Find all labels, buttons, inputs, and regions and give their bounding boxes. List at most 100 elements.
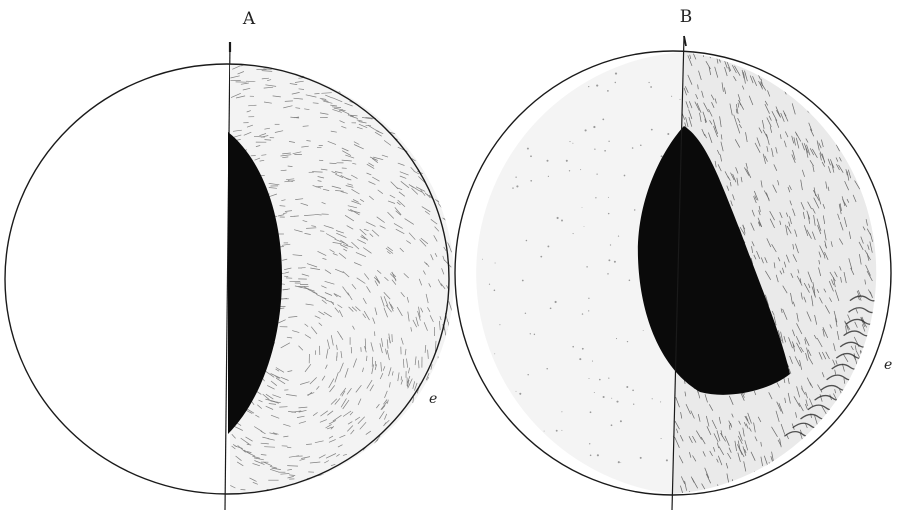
panel-a-hatch-stroke (391, 462, 397, 470)
panel-b-hatch-stroke (877, 284, 880, 290)
panel-a-hatch-stroke (438, 450, 443, 459)
panel-b-speckle (611, 479, 613, 481)
panel-b-hatch-stroke (792, 73, 796, 81)
panel-b-speckle (633, 404, 634, 405)
panel-b-hatch-stroke (771, 468, 774, 476)
panel-b-hatch-stroke (778, 491, 779, 498)
panel-b-hatch-stroke (893, 248, 898, 259)
panel-b-hatch-stroke (800, 60, 802, 65)
panel-b-hatch-stroke (818, 89, 821, 96)
panel-b-speckle (530, 333, 531, 334)
panel-a-hatch-stroke (264, 447, 275, 448)
panel-a-hatch-stroke (354, 483, 360, 485)
panel-b-speckle (489, 284, 490, 285)
panel-b-hatch-stroke (883, 94, 884, 100)
panel-b-hatch-stroke (831, 99, 836, 109)
panel-b-speckle (476, 222, 478, 224)
panel-b-speckle (632, 389, 634, 391)
panel-b-speckle (620, 420, 622, 422)
panel-b-hatch-stroke (874, 426, 879, 435)
panel-a-hatch-stroke (306, 444, 312, 445)
panel-a-hatch-stroke (360, 467, 367, 474)
panel-b-speckle (478, 346, 479, 347)
panel-a-hatch-stroke (448, 382, 452, 390)
panel-a-hatch-stroke (333, 68, 341, 69)
panel-b-hatch-stroke (873, 491, 875, 496)
panel-b-speckle (604, 150, 606, 152)
panel-b-hatch-stroke (874, 419, 877, 426)
panel-b-hatch-stroke (758, 51, 759, 56)
panel-b-hatch-stroke (891, 408, 893, 413)
panel-b-hatch-stroke (880, 226, 882, 233)
panel-b-hatch-stroke (841, 99, 845, 108)
panel-b-hatch-stroke (875, 111, 877, 118)
panel-b-hatch-stroke (704, 493, 706, 498)
panel-a-hatch-stroke (427, 129, 432, 133)
panel-b-hatch-stroke (883, 230, 885, 240)
panel-a-hatch-stroke (375, 65, 383, 66)
panel-a-hatch-stroke (374, 95, 384, 99)
panel-b-hatch-stroke (795, 66, 798, 72)
panel-a-hatch-stroke (372, 102, 377, 104)
panel-b-speckle (503, 110, 505, 112)
panel-a-hatch-stroke (443, 130, 447, 133)
panel-a-hatch-stroke (365, 107, 371, 108)
panel-b-hatch-stroke (815, 452, 817, 456)
panel-a-hatch-stroke (424, 76, 431, 78)
panel-b-hatch-stroke (837, 457, 839, 464)
panel-b-hatch-stroke (890, 460, 892, 465)
panel-b-hatch-stroke (819, 470, 820, 476)
panel-b-hatch-stroke (801, 476, 803, 480)
panel-a-hatch-stroke (431, 406, 432, 413)
panel-a-hatch-stroke (329, 481, 336, 482)
panel-b-hatch-stroke (882, 429, 885, 438)
panel-b-hatch-stroke (798, 475, 802, 481)
panel-b-speckle (666, 459, 668, 461)
panel-b-hatch-stroke (854, 472, 856, 477)
panel-b-speckle (467, 378, 469, 380)
panel-a-hatch-stroke (404, 69, 410, 73)
panel-b: B e (450, 7, 905, 510)
panel-a-hatch-stroke (416, 445, 423, 452)
panel-a-hatch-stroke (295, 495, 299, 496)
panel-b-speckle (616, 401, 618, 403)
panel-a-hatch-stroke (424, 406, 425, 411)
panel-b-hatch-stroke (884, 431, 886, 441)
panel-a-hatch-stroke (433, 84, 438, 87)
panel-b-hatch-stroke (870, 385, 874, 393)
panel-b-speckle (626, 386, 628, 388)
panel-b-speckle (588, 86, 589, 87)
panel-b-speckle (547, 245, 549, 247)
panel-b-hatch-stroke (852, 68, 855, 77)
panel-b-speckle (640, 144, 642, 146)
panel-b-hatch-stroke (892, 281, 897, 291)
panel-a-hatch-stroke (351, 74, 357, 75)
panel-b-hatch-stroke (877, 424, 879, 433)
panel-a-hatch-stroke (448, 75, 454, 80)
panel-b-hatch-stroke (807, 60, 809, 65)
panel-b-speckle (608, 197, 609, 198)
panel-b-hatch-stroke (878, 415, 880, 422)
panel-b-speckle (671, 96, 672, 97)
panel-a-hatch-stroke (438, 192, 443, 199)
panel-a-hatch-stroke (448, 465, 453, 472)
panel-a-hatch-stroke (423, 119, 428, 121)
panel-b-hatch-stroke (801, 487, 803, 495)
panel-a-hatch-stroke (436, 480, 439, 485)
panel-a-hatch-stroke (423, 407, 428, 414)
panel-a-hatch-stroke (444, 98, 447, 101)
panel-b-speckle (538, 71, 539, 72)
panel-a-hatch-stroke (367, 101, 372, 102)
panel-b-hatch-stroke (797, 472, 800, 480)
panel-b-hatch-stroke (862, 419, 863, 424)
panel-b-speckle (487, 404, 488, 405)
panel-b-hatch-stroke (863, 481, 864, 485)
panel-b-speckle (551, 442, 552, 443)
panel-b-speckle (463, 285, 465, 287)
panel-a-hatch-stroke (396, 74, 403, 77)
panel-b-hatch-stroke (813, 430, 817, 436)
panel-a-hatch-stroke (438, 64, 444, 66)
panel-b-speckle (648, 82, 649, 83)
panel-a-hatch-stroke (376, 468, 382, 475)
panel-b-hatch-stroke (877, 428, 880, 436)
